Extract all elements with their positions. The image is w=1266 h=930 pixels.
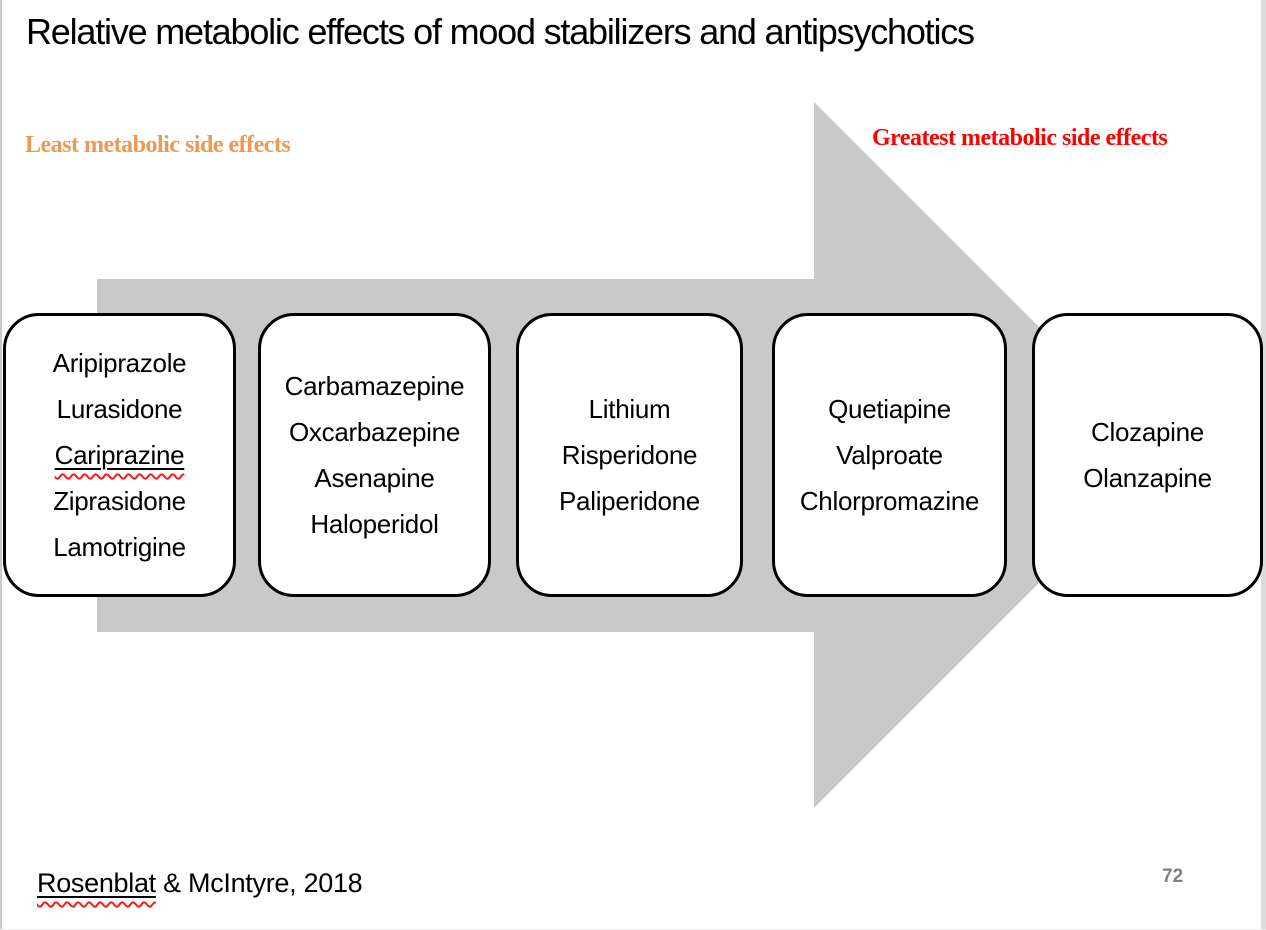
drug-name: Aripiprazole — [52, 348, 187, 378]
drug-box-2: Carbamazepine Oxcarbazepine Asenapine Ha… — [258, 313, 491, 597]
drug-name: Ziprasidone — [53, 486, 186, 516]
drug-name: Lurasidone — [56, 394, 183, 424]
drug-box-4: Quetiapine Valproate Chlorpromazine — [772, 313, 1007, 597]
citation: Rosenblat & McIntyre, 2018 — [37, 868, 363, 899]
drug-box-3: Lithium Risperidone Paliperidone — [516, 313, 743, 597]
drug-name: Haloperidol — [310, 509, 439, 539]
drug-name: Paliperidone — [559, 486, 700, 516]
drug-box-1: Aripiprazole Lurasidone Cariprazine Zipr… — [3, 313, 236, 597]
underline-wrap: Rosenblat — [37, 868, 156, 898]
drug-name: Asenapine — [314, 463, 435, 493]
page-title: Relative metabolic effects of mood stabi… — [26, 11, 975, 52]
drug-name: Quetiapine — [828, 394, 951, 424]
slide-right-edge — [1261, 0, 1266, 930]
drug-name: Risperidone — [561, 440, 698, 470]
drug-name: Chlorpromazine — [799, 486, 980, 516]
drug-name: Valproate — [836, 440, 943, 470]
drug-name: Clozapine — [1091, 417, 1204, 447]
drug-name: Carbamazepine — [284, 371, 465, 401]
drug-name: Lithium — [588, 394, 671, 424]
greatest-side-effects-label: Greatest metabolic side effects — [872, 125, 1168, 151]
citation-rest: & McIntyre, 2018 — [155, 868, 363, 898]
least-side-effects-label: Least metabolic side effects — [25, 132, 291, 158]
spellcheck-squiggle-text: Cariprazine — [54, 440, 185, 470]
drug-name-underlined: Cariprazine — [55, 432, 185, 478]
drug-name: Lamotrigine — [53, 532, 186, 562]
slide-left-edge — [0, 0, 2, 930]
page-number: 72 — [1162, 866, 1184, 887]
drug-name: Oxcarbazepine — [289, 417, 460, 447]
spellcheck-squiggle-text: Rosenblat — [37, 868, 156, 898]
underline-wrap: Cariprazine — [55, 440, 185, 470]
drug-box-5: Clozapine Olanzapine — [1032, 313, 1263, 597]
drug-name: Olanzapine — [1083, 463, 1212, 493]
